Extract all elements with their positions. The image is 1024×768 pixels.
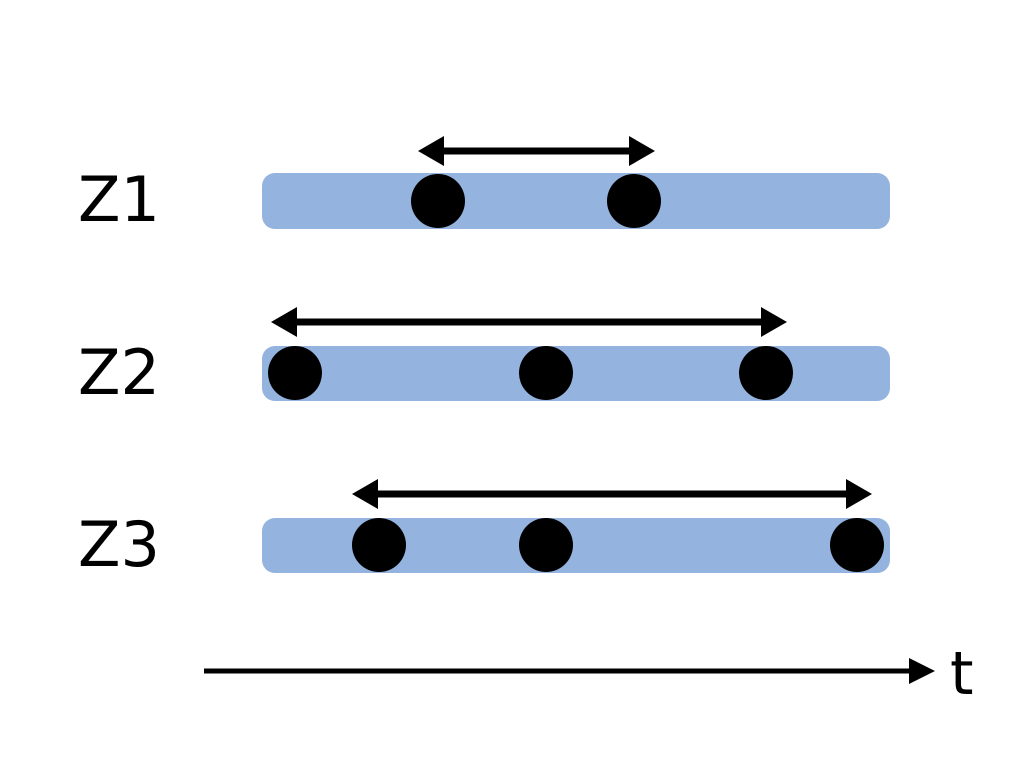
time-axis-label: t bbox=[950, 639, 974, 709]
event-dot-2-1[interactable] bbox=[268, 346, 322, 400]
span-arrow-3 bbox=[352, 479, 872, 509]
event-dot-1-2[interactable] bbox=[607, 174, 661, 228]
event-dot-1-1[interactable] bbox=[411, 174, 465, 228]
span-arrow-1 bbox=[418, 136, 655, 166]
span-arrow-2 bbox=[271, 307, 787, 337]
span-arrow-head-right-2 bbox=[761, 307, 787, 337]
span-arrow-head-right-1 bbox=[629, 136, 655, 166]
span-arrow-head-right-3 bbox=[846, 479, 872, 509]
event-dot-3-3[interactable] bbox=[830, 518, 884, 572]
event-dot-3-1[interactable] bbox=[352, 518, 406, 572]
track-label-3: Z3 bbox=[78, 508, 160, 581]
event-dot-2-3[interactable] bbox=[739, 346, 793, 400]
span-arrow-head-left-3 bbox=[352, 479, 378, 509]
time-axis-arrow-head bbox=[909, 658, 935, 684]
timeline-track-1[interactable] bbox=[262, 173, 890, 229]
event-dot-2-2[interactable] bbox=[519, 346, 573, 400]
time-axis bbox=[204, 658, 935, 684]
event-dot-3-2[interactable] bbox=[519, 518, 573, 572]
track-label-2: Z2 bbox=[78, 336, 160, 409]
span-arrow-head-left-1 bbox=[418, 136, 444, 166]
span-arrow-head-left-2 bbox=[271, 307, 297, 337]
track-label-1: Z1 bbox=[78, 163, 160, 236]
